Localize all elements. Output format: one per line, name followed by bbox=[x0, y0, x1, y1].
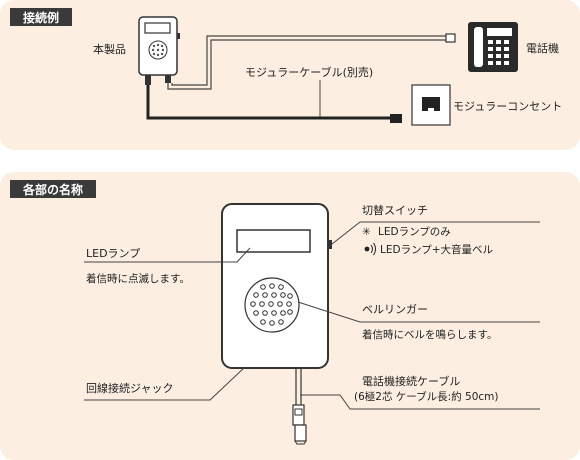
connection-example-title: 接続例 bbox=[23, 10, 59, 25]
connection-example-tag: 接続例 bbox=[10, 8, 72, 26]
ringer-leader-line bbox=[297, 301, 540, 323]
ringer-label: ベルリンガー bbox=[362, 303, 428, 316]
phone-cable-plug bbox=[445, 33, 456, 43]
ringer-description: 着信時にベルを鳴らします。 bbox=[362, 328, 497, 341]
modular-outlet-icon bbox=[411, 84, 451, 126]
switch-option2: LEDランプ+大音量ベル bbox=[380, 243, 493, 256]
jack-label: 回線接続ジャック bbox=[86, 381, 173, 395]
switch-option1-icon: ✳ bbox=[362, 226, 371, 238]
led-description: 着信時に点滅します。 bbox=[86, 272, 190, 285]
outlet-label: モジュラーコンセント bbox=[453, 100, 562, 113]
switch-option1: LEDランプのみ bbox=[378, 226, 451, 238]
telephone-icon bbox=[468, 22, 518, 72]
modular-cable-plug bbox=[390, 114, 402, 123]
phone-cable-inner bbox=[171, 35, 446, 86]
switch-leader-line bbox=[331, 221, 540, 245]
cable-description: (6極2芯 ケーブル長:約 50cm) bbox=[354, 390, 499, 403]
led-leader-tip bbox=[236, 247, 251, 263]
phone-label: 電話機 bbox=[526, 41, 559, 55]
bell-sound-icon bbox=[364, 242, 376, 256]
modular-cable bbox=[146, 85, 390, 120]
switch-knob bbox=[328, 240, 332, 249]
product-device-small bbox=[138, 16, 180, 85]
modular-cable-label: モジュラーケーブル(別売) bbox=[245, 65, 373, 79]
switch-label: 切替スイッチ bbox=[362, 203, 428, 217]
product-label: 本製品 bbox=[93, 42, 126, 56]
part-names-title: 各部の名称 bbox=[22, 182, 83, 197]
jack-leader-line bbox=[84, 366, 246, 401]
cable-label: 電話機接続ケーブル bbox=[362, 374, 460, 388]
cable-leader-line-2 bbox=[300, 394, 540, 410]
led-label: LEDランプ bbox=[86, 247, 140, 260]
part-names-tag: 各部の名称 bbox=[10, 180, 96, 198]
product-device-large bbox=[221, 203, 332, 445]
phone-cable-outer bbox=[167, 39, 446, 90]
